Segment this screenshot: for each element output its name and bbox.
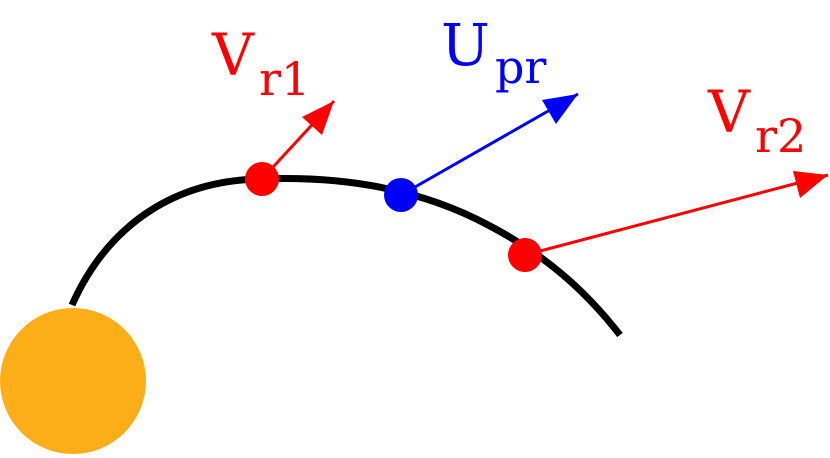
- vr2-point: [508, 238, 542, 272]
- vr1-point: [245, 162, 279, 196]
- vr2-arrowhead: [793, 171, 828, 198]
- upr-label-sub: pr: [495, 40, 546, 94]
- upr-label-base: U: [441, 11, 490, 79]
- vr1-label: V r1: [211, 21, 310, 106]
- vr2-arrow: [524, 173, 829, 257]
- vr1-label-base: V: [211, 21, 255, 89]
- vr2-label-base: V: [707, 78, 751, 146]
- upr-label: U pr: [441, 11, 546, 94]
- vr2-label: V r2: [707, 78, 806, 163]
- central-body: [0, 308, 146, 454]
- vr1-arrowhead: [302, 101, 334, 135]
- upr-arrowhead: [542, 94, 578, 124]
- vr2-label-sub: r2: [755, 109, 806, 163]
- upr-point: [384, 178, 418, 212]
- vr1-label-sub: r1: [259, 52, 310, 106]
- trajectory-curve: [68, 175, 623, 338]
